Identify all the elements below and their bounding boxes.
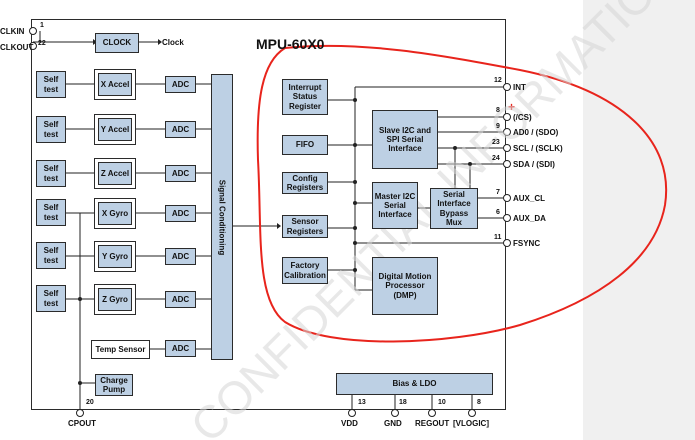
adc-y-gyro: ADC (165, 248, 196, 265)
pin-cpout-label: CPOUT (68, 419, 96, 428)
pin-int-num: 12 (494, 77, 502, 84)
y-gyro-block: Y Gyro (98, 245, 132, 268)
pin-auxcl-num: 7 (496, 189, 500, 196)
master-i2c-interface: Master I2C Serial Interface (372, 182, 418, 229)
pin-vdd-label: VDD (341, 419, 358, 428)
adc-x-accel: ADC (165, 76, 196, 93)
sensor-registers: Sensor Registers (282, 215, 328, 238)
pin-gnd-label: GND (384, 419, 402, 428)
adc-z-gyro: ADC (165, 291, 196, 308)
pin-sda-num: 24 (492, 155, 500, 162)
dmp-block: Digital Motion Processor (DMP) (372, 257, 438, 315)
self-test-z-gyro: Self test (36, 285, 66, 312)
slave-i2c-spi-interface: Slave I2C and SPI Serial Interface (372, 110, 438, 169)
config-registers: Config Registers (282, 172, 328, 194)
chip-title: MPU-60X0 (256, 36, 325, 52)
pin-fsync-label: FSYNC (513, 239, 541, 248)
pin-ad0-num: 9 (496, 123, 500, 130)
clock-block: CLOCK (95, 33, 139, 53)
self-test-y-accel: Self test (36, 116, 66, 143)
z-accel-block: Z Accel (98, 162, 132, 185)
fifo-block: FIFO (282, 135, 328, 155)
temp-sensor-block: Temp Sensor (91, 340, 150, 359)
pin-clkin-label: CLKIN (0, 27, 25, 36)
pin-ad0-label: AD0 / (SDO) (513, 128, 559, 137)
pin-auxcl-label: AUX_CL (513, 194, 546, 203)
annotation-loop (256, 44, 668, 343)
self-test-z-accel: Self test (36, 160, 66, 187)
pin-cs-num: 8 (496, 107, 500, 114)
pin-clkin-num: 1 (40, 22, 44, 29)
signal-conditioning-text-wrap: Signal Conditioning (211, 74, 233, 360)
pin-cs-label: (/CS) (513, 113, 532, 122)
pin-regout-num: 10 (438, 399, 446, 406)
pin-sda-label: SDA / (SDI) (513, 160, 555, 169)
self-test-y-gyro: Self test (36, 242, 66, 269)
bypass-mux: Serial Interface Bypass Mux (430, 188, 478, 229)
pin-clkout-label: CLKOUT (0, 43, 34, 52)
pin-fsync-num: 11 (494, 234, 502, 241)
pin-scl-num: 23 (492, 139, 500, 146)
pin-scl-label: SCL / (SCLK) (513, 144, 563, 153)
bias-ldo-block: Bias & LDO (336, 373, 493, 395)
side-panel (583, 0, 695, 440)
y-accel-block: Y Accel (98, 118, 132, 141)
clock-output-label: Clock (162, 38, 184, 47)
z-gyro-block: Z Gyro (98, 288, 132, 311)
pin-vlogic-num: 8 (477, 399, 481, 406)
pin-vdd-num: 13 (358, 399, 366, 406)
pin-vlogic-label: [VLOGIC] (453, 419, 489, 428)
self-test-x-accel: Self test (36, 71, 66, 98)
pin-gnd-num: 18 (399, 399, 407, 406)
interrupt-status-register: Interrupt Status Register (282, 79, 328, 115)
factory-calibration: Factory Calibration (282, 257, 328, 284)
adc-y-accel: ADC (165, 121, 196, 138)
signal-conditioning-label: Signal Conditioning (217, 179, 227, 255)
pin-regout-label: REGOUT (415, 419, 450, 428)
x-accel-block: X Accel (98, 73, 132, 96)
pin-auxda-num: 6 (496, 209, 500, 216)
adc-z-accel: ADC (165, 165, 196, 182)
annotation-mark: + (508, 100, 515, 114)
signal-conditioning-block (211, 74, 233, 360)
pin-cpout-num: 20 (86, 399, 94, 406)
charge-pump-block: Charge Pump (95, 374, 133, 396)
adc-x-gyro: ADC (165, 205, 196, 222)
pin-clkout-num: 22 (38, 40, 46, 47)
pin-auxda-label: AUX_DA (513, 214, 546, 223)
self-test-x-gyro: Self test (36, 199, 66, 226)
x-gyro-block: X Gyro (98, 202, 132, 225)
adc-temp: ADC (165, 340, 196, 357)
pin-int-label: INT (513, 83, 526, 92)
